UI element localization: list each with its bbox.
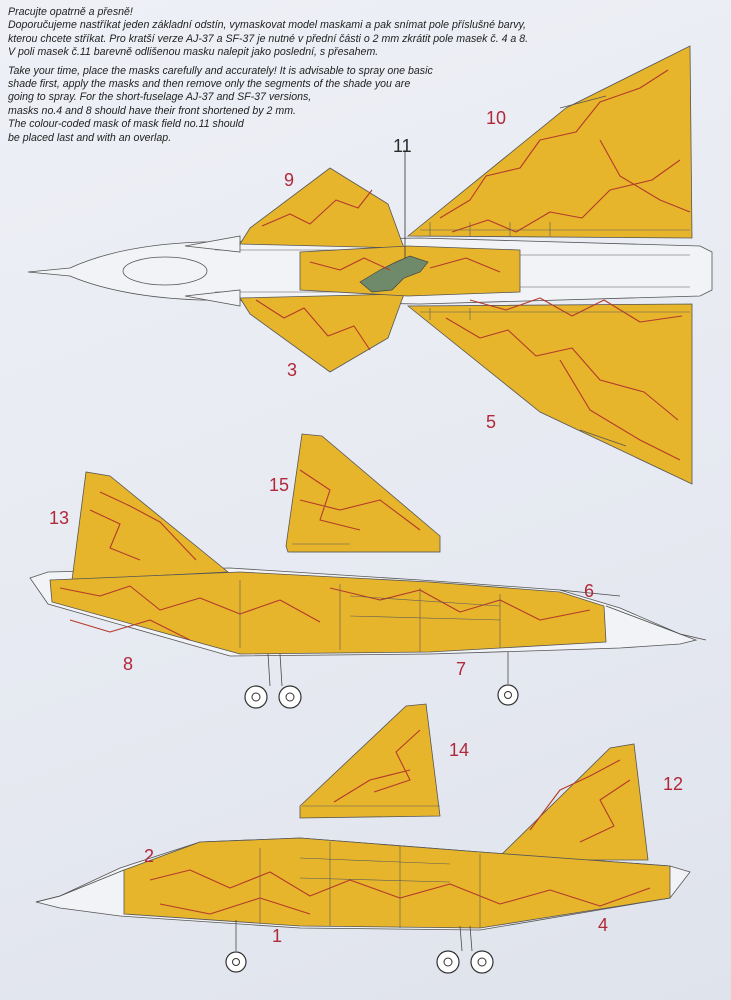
side-lower-main-gear [436, 925, 494, 974]
mask-number-9: 9 [284, 170, 294, 190]
mask-number-1: 1 [272, 926, 282, 946]
mask-number-13: 13 [49, 508, 69, 528]
mask-number-3: 3 [287, 360, 297, 380]
mask-number-12: 12 [663, 774, 683, 794]
mask-number-6: 6 [584, 581, 594, 601]
side-upper-main-gear [244, 653, 302, 709]
instruction-cz-line: V poli masek č.11 barevně odlišenou mask… [8, 46, 379, 59]
instruction-en-line: be placed last and with an overlap. [8, 131, 172, 144]
instruction-en-line: masks no.4 and 8 should have their front… [8, 104, 296, 117]
instruction-en-line: going to spray. For the short-fuselage A… [8, 91, 312, 104]
top-view [27, 45, 713, 485]
side-upper-tail-fin [71, 471, 230, 581]
side-view-upper [29, 433, 707, 709]
side-lower-tail-fin [495, 743, 649, 861]
mask-number-2: 2 [144, 846, 154, 866]
mask-number-4: 4 [598, 915, 608, 935]
side-view-lower [35, 703, 691, 974]
mask-11-green [359, 255, 429, 293]
top-wing-lower [406, 303, 693, 485]
mask-number-8: 8 [123, 654, 133, 674]
instruction-cz-line: Doporučujeme nastříkat jeden základní od… [8, 19, 526, 32]
side-upper-fin-mask-15 [285, 433, 441, 553]
mask-number-10: 10 [486, 108, 506, 128]
top-canard-lower [239, 293, 405, 373]
instructions-block: Pracujte opatrně a přesně! Doporučujeme … [8, 6, 608, 145]
instruction-cz-line: kterou chcete stříkat. Pro kratší verze … [8, 32, 529, 45]
instruction-cz-line: Pracujte opatrně a přesně! [8, 6, 133, 18]
side-upper-nose-gear [497, 652, 519, 706]
side-lower-fuselage-mask [123, 837, 671, 929]
mask-number-5: 5 [486, 412, 496, 432]
side-lower-fin-mask-14 [299, 703, 441, 819]
top-wing-upper [406, 45, 693, 239]
side-lower-nose-gear [225, 920, 247, 973]
mask-number-14: 14 [449, 740, 469, 760]
side-upper-fuselage-mask [49, 571, 607, 655]
instruction-en-line: The colour-coded mask of mask field no.1… [8, 118, 244, 131]
top-canard-upper [239, 167, 405, 249]
instruction-en-line: shade first, apply the masks and then re… [8, 78, 411, 91]
mask-number-11: 11 [393, 136, 412, 156]
mask-number-15: 15 [269, 475, 289, 495]
mask-number-7: 7 [456, 659, 466, 679]
instruction-en-line: Take your time, place the masks carefull… [8, 64, 433, 77]
top-canopy [122, 256, 208, 286]
